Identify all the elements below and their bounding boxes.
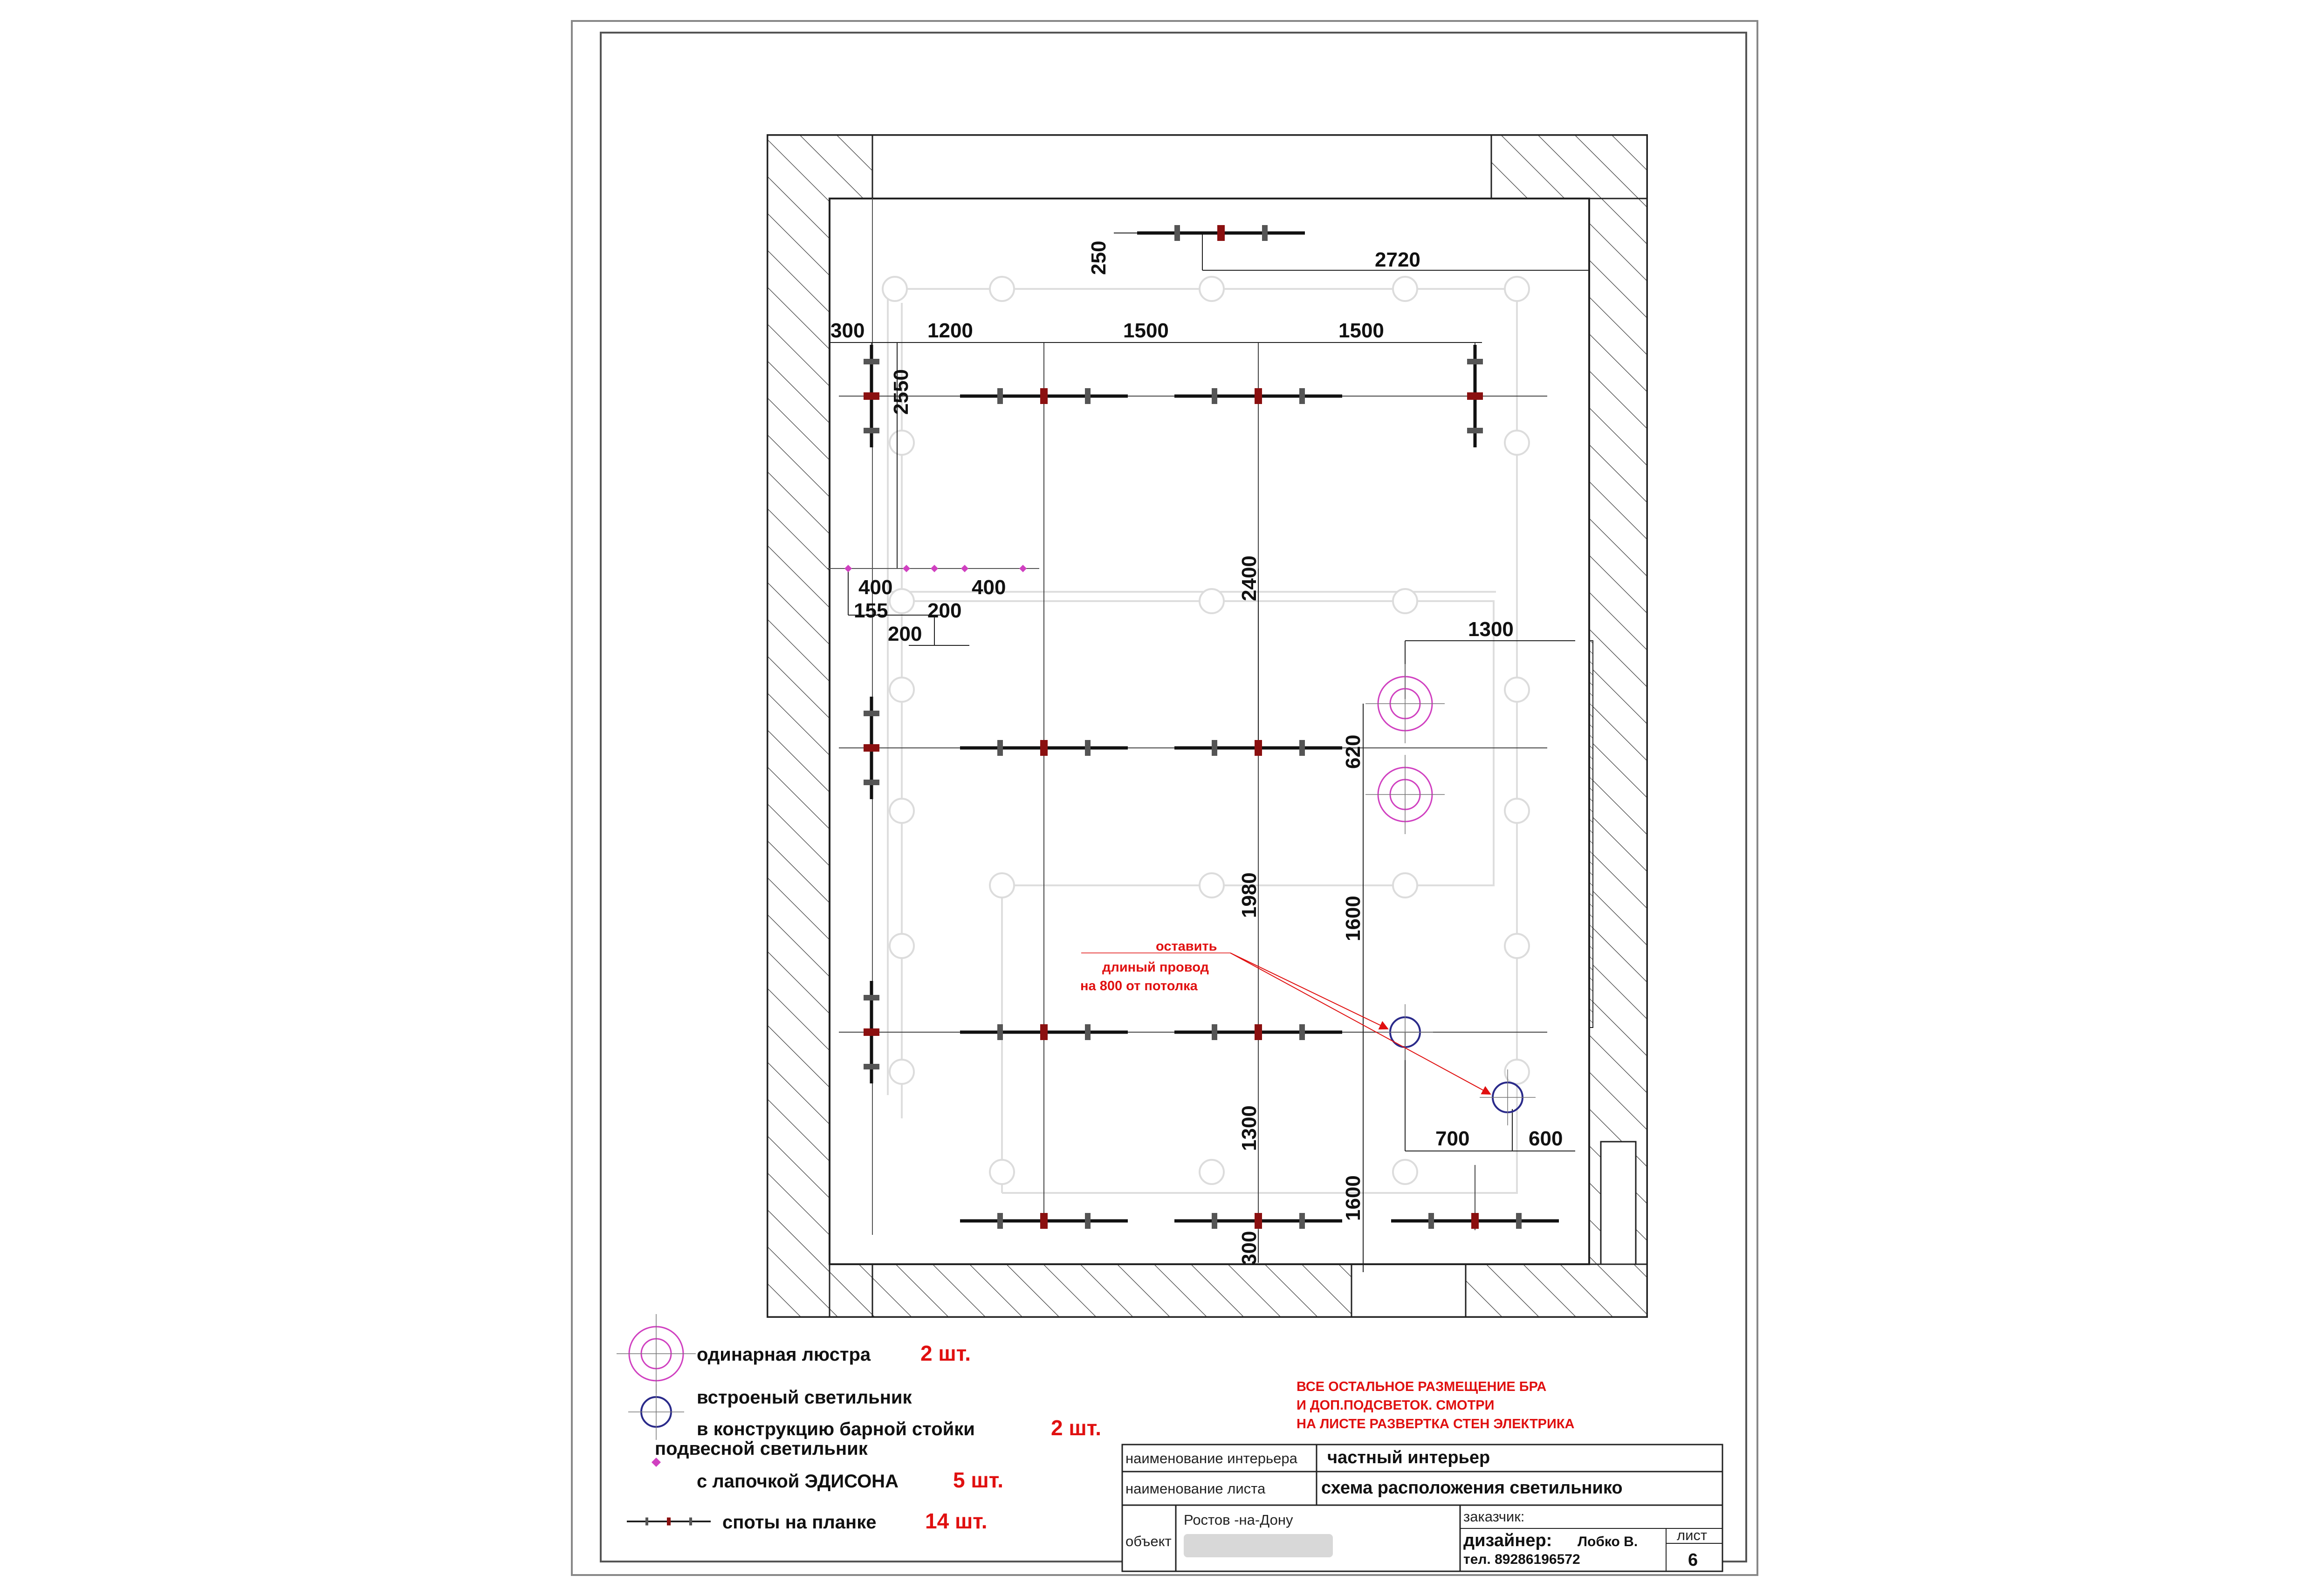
legend-spots-label: споты на планке bbox=[722, 1512, 876, 1533]
sheet-outer-frame bbox=[571, 20, 1758, 1576]
dim-1200: 1200 bbox=[927, 319, 973, 342]
title-designer-name: Лобко В. bbox=[1578, 1534, 1638, 1549]
dim-1600-upper: 1600 bbox=[1342, 896, 1365, 941]
dim-1600-lower: 1600 bbox=[1342, 1175, 1365, 1221]
pendant-light bbox=[844, 565, 852, 572]
legend-pendant-line-2: с лапочкой ЭДИСОНА bbox=[697, 1471, 899, 1492]
dim-155: 155 bbox=[854, 599, 888, 622]
dim-200-lower: 200 bbox=[888, 623, 922, 645]
title-sheet-no: 6 bbox=[1688, 1550, 1698, 1570]
dim-1500-right: 1500 bbox=[1338, 319, 1384, 342]
dim-1300-bar: 1300 bbox=[1468, 618, 1514, 641]
legend-builtin-icon bbox=[627, 1383, 685, 1441]
dim-300-top: 300 bbox=[830, 319, 864, 342]
pendant-light bbox=[903, 565, 910, 572]
spot-bar-vertical bbox=[1467, 345, 1483, 447]
dimension-labels: 250 2720 300 1200 1500 1500 2550 2400 40… bbox=[830, 241, 1563, 1265]
legend-chandelier-label: одинарная люстра bbox=[697, 1344, 871, 1365]
dim-1980: 1980 bbox=[1238, 872, 1261, 918]
dim-400-left: 400 bbox=[858, 576, 892, 599]
pendant-light bbox=[1019, 565, 1027, 572]
legend-chandelier-count: 2 шт. bbox=[920, 1341, 971, 1365]
dim-1300-vertical: 1300 bbox=[1238, 1105, 1261, 1151]
general-note: ВСЕ ОСТАЛЬНОЕ РАЗМЕЩЕНИЕ БРА И ДОП.ПОДСВ… bbox=[1297, 1379, 1575, 1432]
title-interior-label: наименование интерьера bbox=[1125, 1450, 1298, 1466]
note-line-2: И ДОП.ПОДСВЕТОК. СМОТРИ bbox=[1297, 1398, 1494, 1413]
legend: одинарная люстра 2 шт. встроеный светиль… bbox=[616, 1313, 1101, 1533]
legend-pendant-icon bbox=[652, 1458, 661, 1467]
legend-spot-icon bbox=[626, 1516, 712, 1527]
legend-pendant-line-1: подвесной светильник bbox=[655, 1438, 868, 1459]
annotation-line-3: на 800 от потолка bbox=[1080, 979, 1198, 993]
title-object-label: объект bbox=[1125, 1533, 1172, 1549]
dim-250: 250 bbox=[1087, 241, 1110, 275]
legend-pendant-count: 5 шт. bbox=[953, 1468, 1003, 1492]
spot-bar-vertical bbox=[864, 697, 879, 799]
title-sheet-no-label: лист bbox=[1677, 1527, 1707, 1543]
walls bbox=[767, 134, 1648, 1318]
dim-2400: 2400 bbox=[1238, 555, 1261, 601]
title-sheet-label: наименование листа bbox=[1125, 1480, 1266, 1497]
annotation-line-2: длиный провод bbox=[1102, 960, 1209, 975]
dim-2550: 2550 bbox=[890, 369, 912, 415]
dim-300-bottom: 300 bbox=[1238, 1231, 1261, 1265]
legend-spots-count: 14 шт. bbox=[925, 1509, 988, 1533]
dim-2720: 2720 bbox=[1375, 248, 1420, 271]
title-block: наименование интерьера частный интерьер … bbox=[1121, 1444, 1723, 1572]
spot-bar-vertical bbox=[864, 345, 879, 447]
legend-chandelier-icon bbox=[616, 1313, 697, 1394]
title-customer-label: заказчик: bbox=[1463, 1508, 1524, 1525]
pendant-light bbox=[931, 565, 938, 572]
title-phone: тел. 89286196572 bbox=[1463, 1552, 1580, 1567]
title-object-value: Ростов -на-Дону bbox=[1184, 1512, 1293, 1528]
pendant-lights bbox=[827, 565, 1039, 572]
dim-200-upper: 200 bbox=[927, 599, 961, 622]
title-sheet-value: схема расположения светильнико bbox=[1321, 1478, 1623, 1498]
note-line-1: ВСЕ ОСТАЛЬНОЕ РАЗМЕЩЕНИЕ БРА bbox=[1297, 1379, 1546, 1394]
dim-1500-left: 1500 bbox=[1123, 319, 1169, 342]
legend-builtin-line-1: встроеный светильник bbox=[697, 1387, 912, 1408]
title-interior-value: частный интерьер bbox=[1327, 1448, 1490, 1467]
note-line-3: НА ЛИСТЕ РАЗВЕРТКА СТЕН ЭЛЕКТРИКА bbox=[1297, 1417, 1575, 1432]
spot-bar-vertical bbox=[864, 981, 879, 1083]
annotation-line-1: оставить bbox=[1156, 939, 1217, 954]
dim-700: 700 bbox=[1435, 1127, 1469, 1150]
blurred-address bbox=[1184, 1534, 1333, 1557]
wire-annotation: оставить длиный провод на 800 от потолка bbox=[1080, 939, 1491, 1095]
legend-builtin-line-2: в конструкцию барной стойки bbox=[697, 1419, 975, 1439]
title-designer-label: дизайнер: bbox=[1463, 1531, 1552, 1550]
pendant-light bbox=[961, 565, 968, 572]
legend-builtin-count: 2 шт. bbox=[1051, 1416, 1101, 1440]
dim-620: 620 bbox=[1342, 735, 1365, 769]
dim-600: 600 bbox=[1529, 1127, 1563, 1150]
dim-400-right: 400 bbox=[972, 576, 1006, 599]
